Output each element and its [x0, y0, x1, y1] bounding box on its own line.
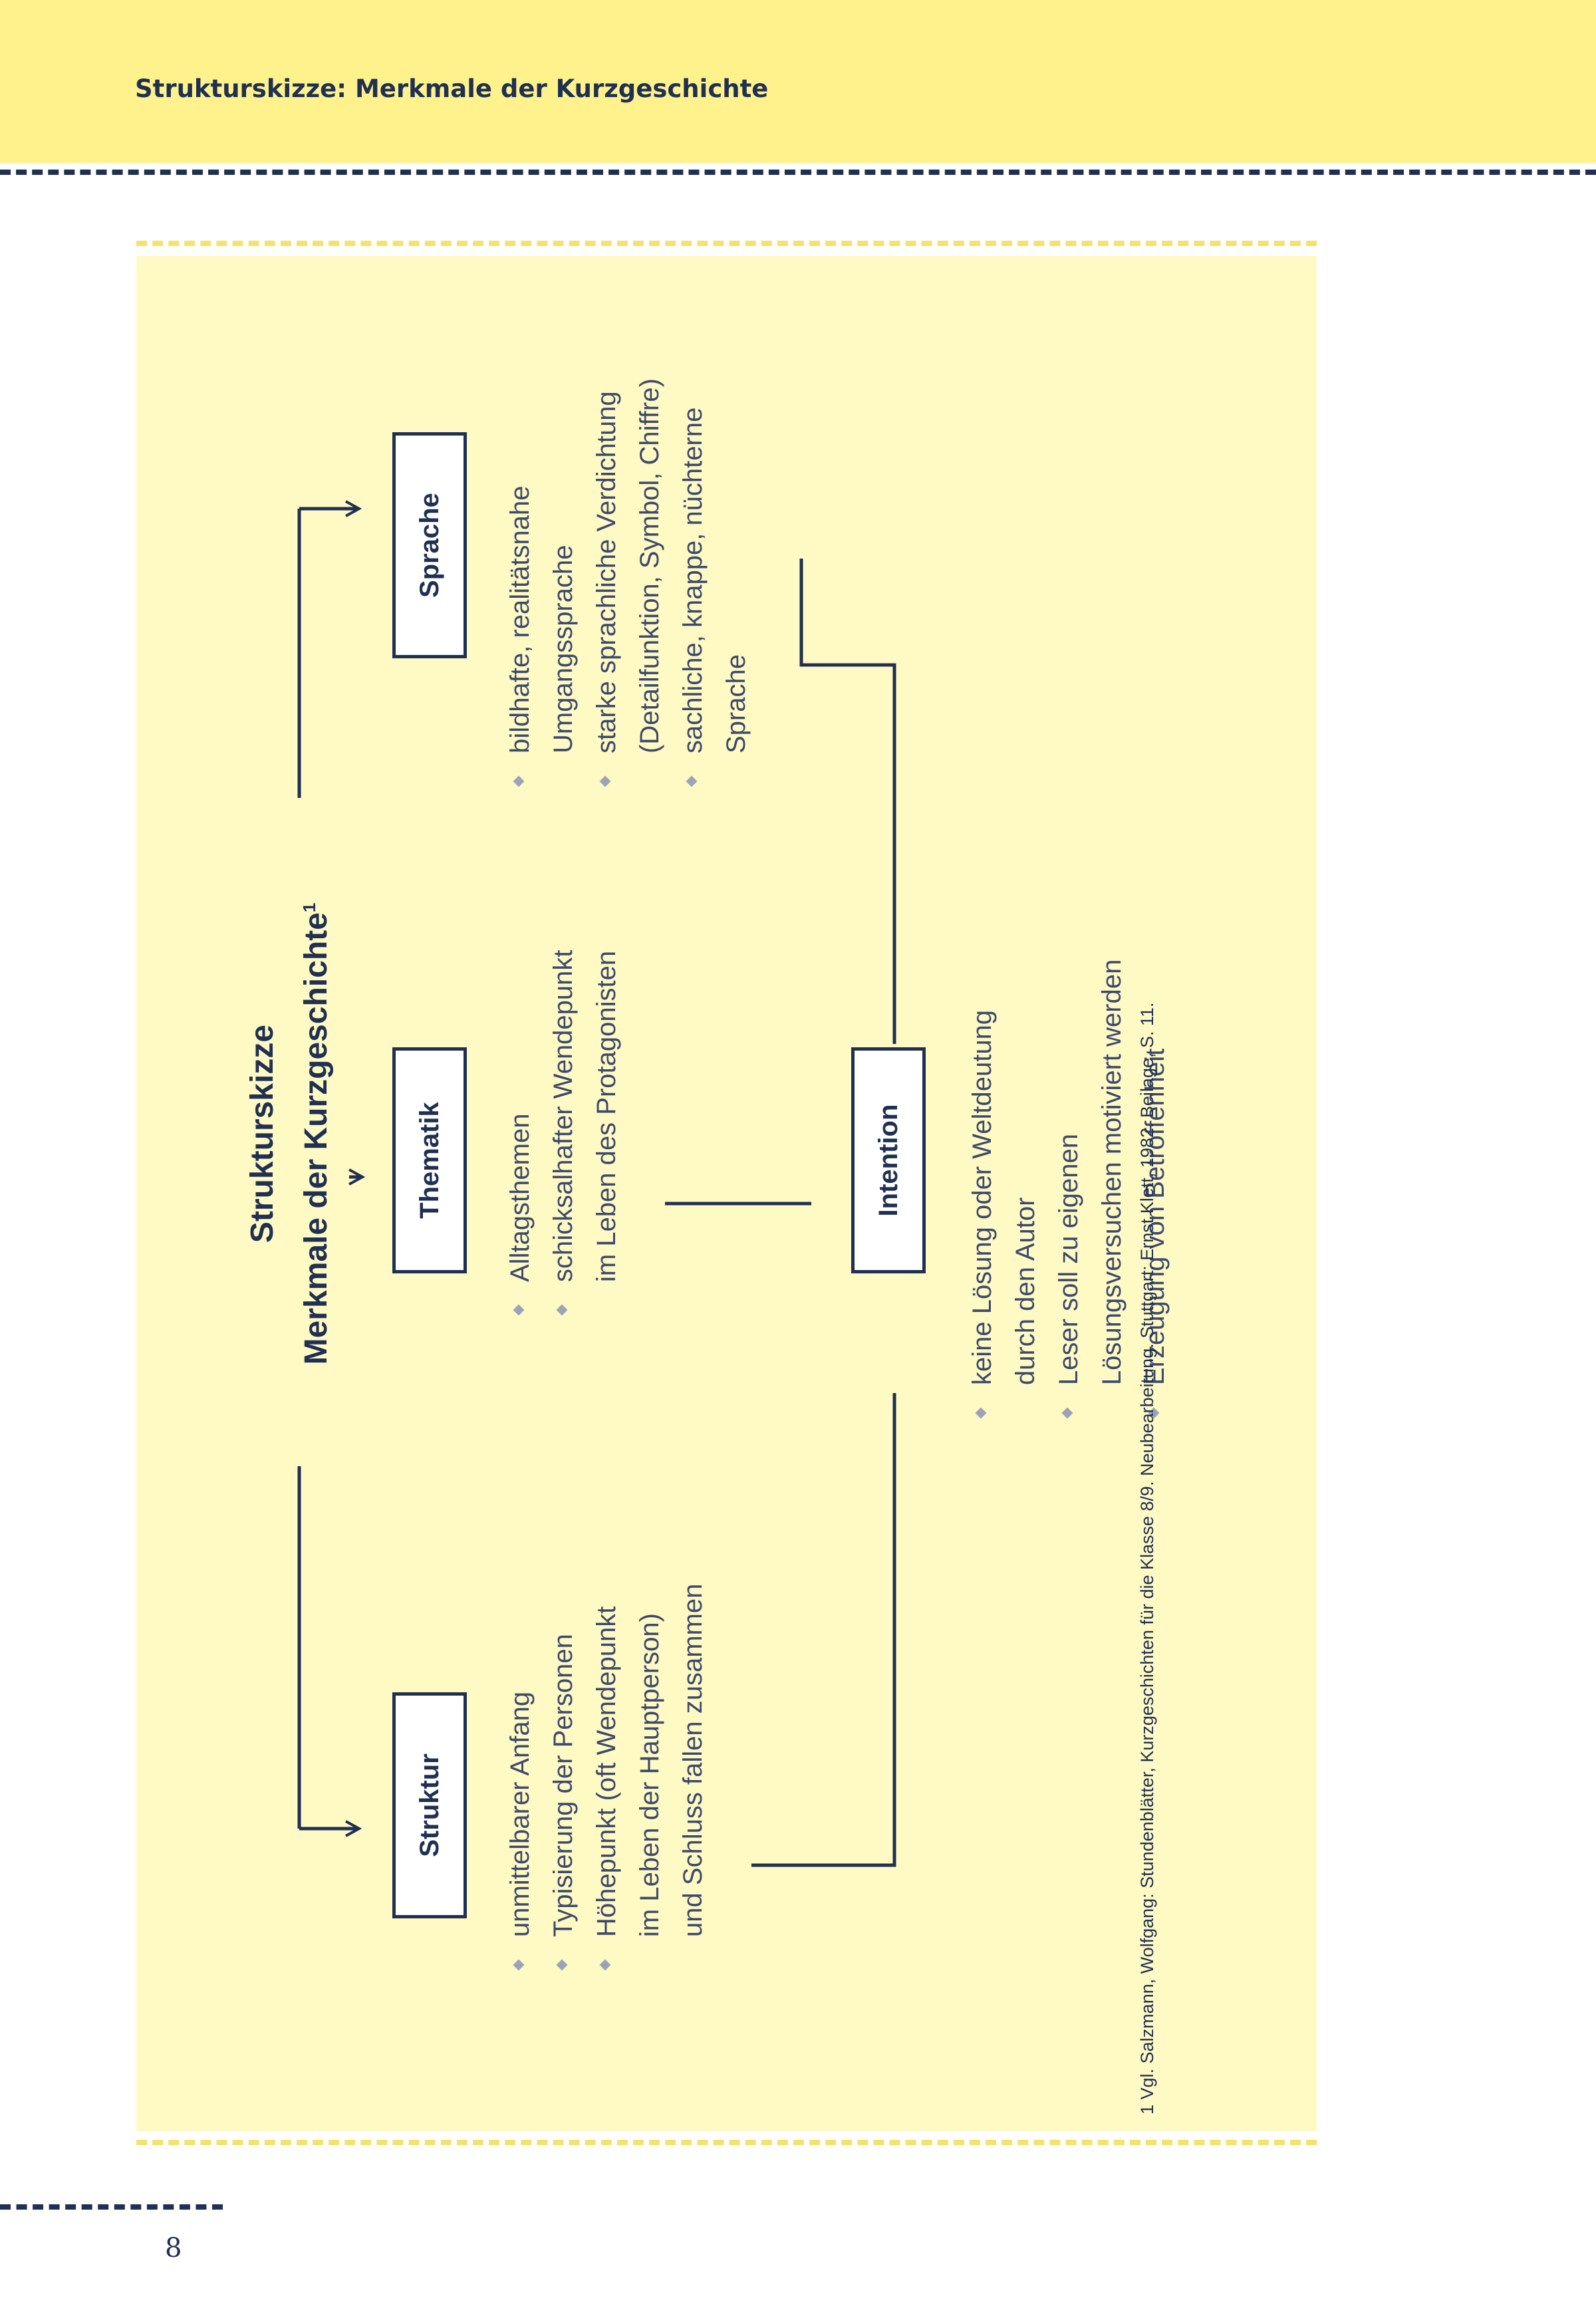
- list-item: Lösungsversuchen motiviert werden: [1097, 959, 1127, 1385]
- sprache-box-label: Sprache: [414, 493, 444, 598]
- list-item: bildhafte, realitätsnahe: [499, 378, 542, 795]
- list-item: Sprache: [722, 654, 751, 753]
- intention-to-sprache-line: [799, 559, 896, 1044]
- header-banner: Strukturskizze: Merkmale der Kurzgeschic…: [0, 0, 1596, 163]
- page-number: 8: [165, 2233, 182, 2263]
- sprache-list: bildhafte, realitätsnahe Umgangssprache …: [499, 378, 758, 795]
- list-item: (Detailfunktion, Symbol, Chiffre): [635, 378, 664, 753]
- list-item: Leser soll zu eigenen: [1047, 960, 1091, 1426]
- list-item: unmittelbarer Anfang: [499, 1584, 542, 1978]
- rotated-diagram: Strukturskizze Merkmale der Kurzgeschich…: [136, 256, 1317, 2131]
- list-item: Höhepunkt (oft Wendepunkt: [585, 1584, 628, 1978]
- thematik-list: Alltagsthemen schicksalhafter Wendepunkt…: [499, 950, 628, 1323]
- list-item: durch den Autor: [1011, 1197, 1040, 1385]
- struktur-box-label: Struktur: [414, 1753, 444, 1857]
- struktur-box: Struktur: [392, 1692, 467, 1918]
- diagram-title-line2: Merkmale der Kurzgeschichte1: [286, 801, 340, 1466]
- header-title: Strukturskizze: Merkmale der Kurzgeschic…: [135, 74, 769, 103]
- list-item: starke sprachliche Verdichtung: [585, 378, 628, 795]
- diagram-card: [136, 256, 1317, 2131]
- list-item: Typisierung der Personen: [542, 1584, 585, 1978]
- list-item: keine Lösung oder Weltdeutung: [961, 960, 1004, 1426]
- list-item: Alltagsthemen: [499, 950, 542, 1323]
- sprache-box: Sprache: [392, 432, 467, 658]
- list-item: im Leben des Protagonisten: [592, 950, 621, 1282]
- card-bottom-divider: [136, 2140, 1317, 2145]
- struktur-to-intention-line: [751, 1393, 896, 1867]
- list-item: schicksalhafter Wendepunkt: [542, 950, 585, 1323]
- connector-lines: [297, 256, 896, 1867]
- footnote-marker: 1: [299, 902, 319, 913]
- thematik-box-label: Thematik: [414, 1102, 444, 1219]
- list-item: sachliche, knappe, nüchterne: [672, 378, 715, 795]
- list-item: im Leben der Hauptperson): [635, 1613, 664, 1937]
- diagram-title: Strukturskizze Merkmale der Kurzgeschich…: [239, 801, 340, 1466]
- list-item: Umgangssprache: [549, 545, 578, 754]
- header-divider: [0, 170, 1596, 175]
- intention-box-label: Intention: [873, 1104, 903, 1217]
- thematik-box: Thematik: [392, 1047, 467, 1273]
- diagram-title-line1: Strukturskizze: [245, 1024, 280, 1243]
- footer-divider: [0, 2204, 223, 2210]
- struktur-list: unmittelbarer Anfang Typisierung der Per…: [499, 1584, 715, 1978]
- footnote: 1 Vgl. Salzmann, Wolfgang: Stundenblätte…: [1137, 1002, 1157, 2115]
- card-top-divider: [136, 241, 1317, 246]
- diagram-title-line2-text: Merkmale der Kurzgeschichte: [299, 912, 334, 1365]
- list-item: und Schluss fallen zusammen: [678, 1583, 708, 1937]
- intention-box: Intention: [851, 1047, 926, 1273]
